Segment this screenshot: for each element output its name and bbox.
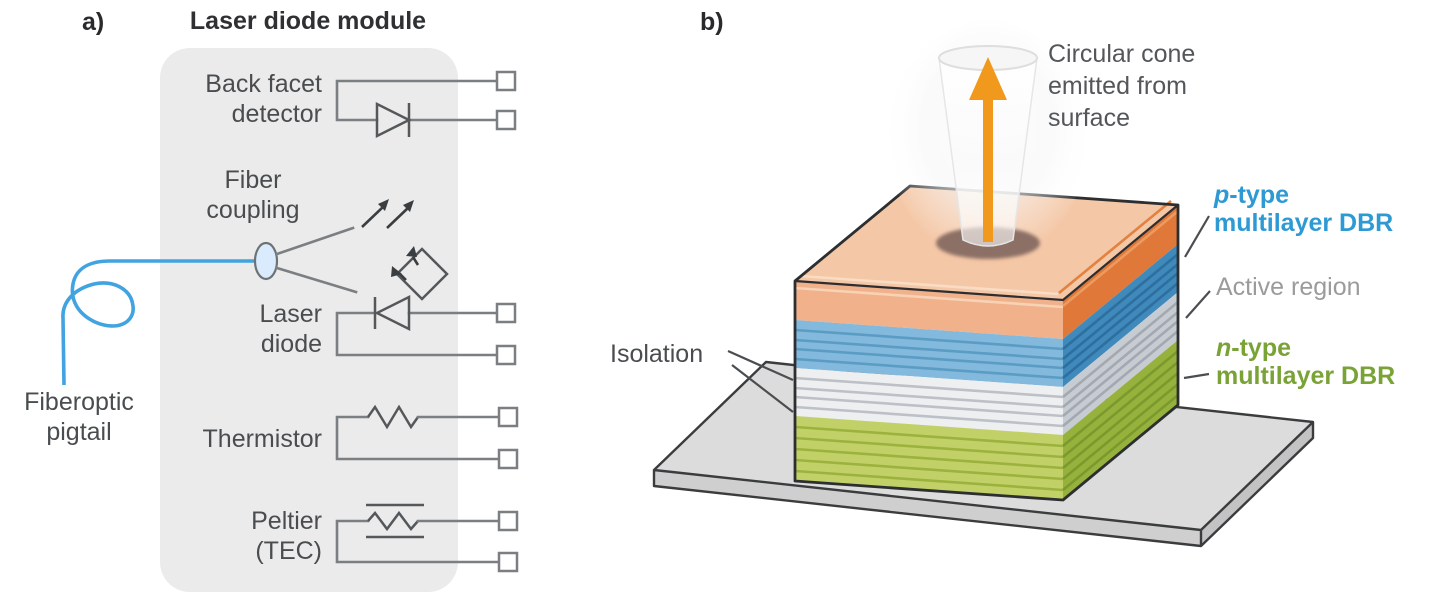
isolation-label: Isolation bbox=[610, 340, 704, 368]
isolation-pointer-lines bbox=[727, 349, 794, 413]
laser-diode-icon bbox=[374, 294, 411, 332]
terminal-pin bbox=[497, 406, 519, 428]
fiber-pigtail-line bbox=[61, 259, 256, 386]
back-facet-detector-symbol bbox=[335, 70, 517, 139]
peltier-label: Peltier(TEC) bbox=[251, 507, 322, 565]
thermistor-symbol bbox=[335, 404, 519, 470]
tec-resistor-icon bbox=[367, 510, 419, 532]
active-region-label: Active region bbox=[1216, 273, 1361, 301]
fiber-coupling-symbol bbox=[253, 199, 449, 301]
module-panel-background bbox=[160, 48, 458, 592]
right-top-contact-layer bbox=[1063, 205, 1178, 339]
emission-arrow-icon bbox=[969, 57, 1007, 242]
back-reflection-arrow-icon bbox=[406, 246, 417, 257]
active-region-pointer-line bbox=[1185, 290, 1211, 319]
photodiode-icon bbox=[375, 101, 412, 139]
right-active-layer bbox=[1063, 292, 1178, 435]
scatter-diamond-icon bbox=[395, 247, 449, 301]
panel-b-tag: b) bbox=[700, 8, 724, 36]
back-reflection-arrow-icon bbox=[391, 266, 402, 277]
terminal-pin bbox=[495, 344, 517, 366]
p-type-pointer-line bbox=[1184, 215, 1210, 258]
light-arrow-icon bbox=[378, 199, 389, 211]
terminal-pin bbox=[495, 302, 517, 324]
callout-lines bbox=[727, 215, 1211, 413]
front-active-layer bbox=[795, 368, 1063, 435]
laser-diode-symbol bbox=[335, 294, 517, 366]
right-p-dbr-layer bbox=[1063, 244, 1178, 387]
terminal-pin bbox=[495, 70, 517, 92]
front-p-dbr-layer bbox=[795, 320, 1063, 387]
peltier-symbol bbox=[335, 503, 519, 573]
n-type-pointer-line bbox=[1183, 372, 1210, 380]
terminal-pin bbox=[497, 551, 519, 573]
emission-cone bbox=[888, 20, 1088, 260]
terminal-pin bbox=[497, 510, 519, 532]
module-panel bbox=[160, 48, 458, 592]
resistor-icon bbox=[366, 404, 420, 430]
terminal-pin bbox=[497, 448, 519, 470]
module-title: Laser diode module bbox=[189, 7, 427, 35]
light-arrow-icon bbox=[403, 200, 414, 212]
thermistor-label: Thermistor bbox=[202, 425, 322, 453]
terminal-pin bbox=[495, 109, 517, 131]
panel-a-tag: a) bbox=[82, 8, 105, 36]
lens-icon bbox=[253, 241, 279, 281]
